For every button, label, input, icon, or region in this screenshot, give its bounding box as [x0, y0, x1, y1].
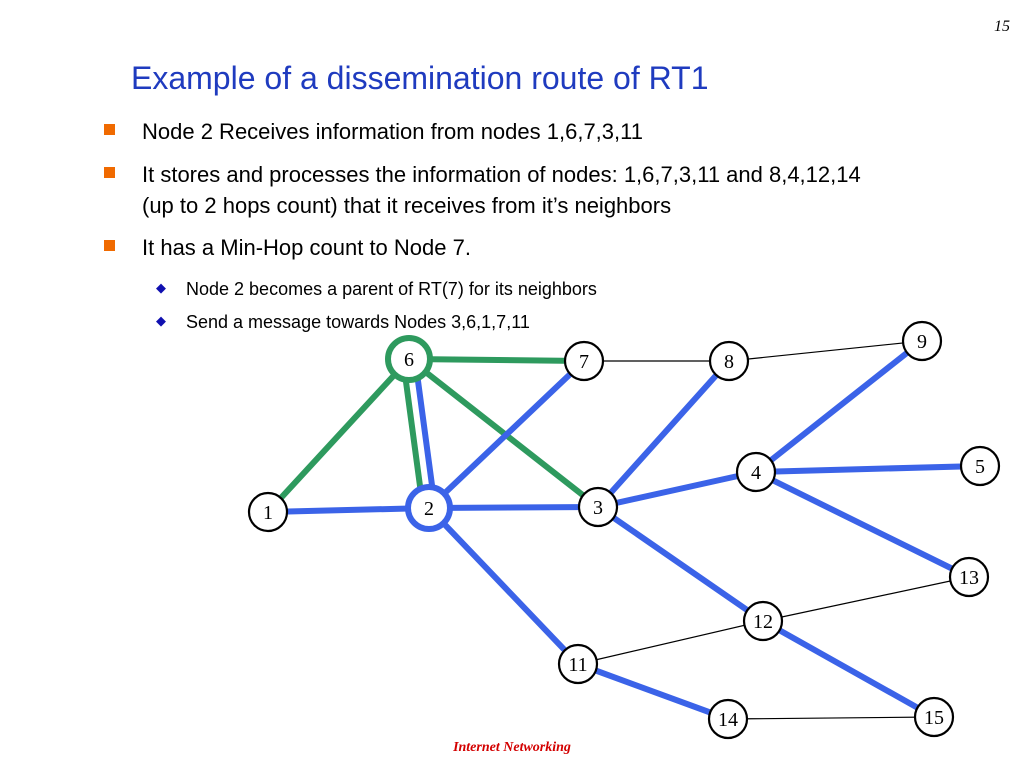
- node-6: 6: [385, 335, 433, 383]
- diamond-bullet-icon: ◆: [156, 280, 166, 295]
- square-bullet-icon: [104, 167, 115, 178]
- edge-4-9: [753, 338, 925, 475]
- edge-12-13: [762, 576, 970, 622]
- node-label: 2: [424, 498, 434, 520]
- diamond-bullet-icon: ◆: [156, 313, 166, 328]
- edge-6-2-green: [400, 356, 427, 512]
- square-bullet-icon: [104, 240, 115, 251]
- node-circle: [405, 484, 453, 532]
- node-circle: [708, 340, 750, 382]
- node-14: 14: [707, 698, 749, 740]
- bullet-item: Node 2 Receives information from nodes 1…: [104, 116, 884, 147]
- node-circle: [913, 696, 955, 738]
- edge-14-15: [727, 716, 935, 720]
- sub-bullet-text: Send a message towards Nodes 3,6,1,7,11: [186, 312, 530, 332]
- node-4: 4: [735, 451, 777, 493]
- node-label: 9: [917, 331, 927, 353]
- node-8: 8: [708, 340, 750, 382]
- node-1: 1: [247, 491, 289, 533]
- bullet-text: It stores and processes the information …: [142, 162, 861, 218]
- edge-6-1: [265, 356, 412, 515]
- node-label: 13: [959, 567, 979, 589]
- edge-4-13: [753, 469, 972, 580]
- square-bullet-icon: [104, 124, 115, 135]
- node-2: 2: [405, 484, 453, 532]
- node-label: 1: [263, 502, 273, 524]
- node-label: 3: [593, 497, 603, 519]
- node-3: 3: [577, 486, 619, 528]
- edge-8-9: [728, 340, 923, 362]
- edge-3-8: [595, 358, 732, 510]
- node-label: 7: [579, 351, 589, 373]
- node-circle: [901, 320, 943, 362]
- node-circle: [247, 491, 289, 533]
- sub-bullet-item: ◆ Node 2 becomes a parent of RT(7) for i…: [156, 277, 776, 301]
- edge-6-3: [406, 356, 601, 510]
- node-label: 6: [404, 349, 414, 371]
- edge-11-14: [575, 661, 731, 722]
- node-label: 8: [724, 351, 734, 373]
- edge-3-4: [595, 469, 759, 510]
- edge-2-3: [426, 504, 601, 511]
- node-circle: [385, 335, 433, 383]
- slide-title: Example of a dissemination route of RT1: [131, 60, 709, 96]
- node-13: 13: [948, 556, 990, 598]
- edge-6-7: [406, 356, 587, 364]
- edge-12-15: [760, 618, 937, 720]
- edge-11-12: [577, 620, 764, 665]
- sub-bullet-item: ◆ Send a message towards Nodes 3,6,1,7,1…: [156, 310, 776, 334]
- node-5: 5: [959, 445, 1001, 487]
- node-circle: [948, 556, 990, 598]
- node-label: 11: [568, 654, 587, 676]
- node-circle: [707, 698, 749, 740]
- node-label: 15: [924, 707, 944, 729]
- node-circle: [735, 451, 777, 493]
- node-label: 4: [751, 462, 761, 484]
- node-circle: [557, 643, 599, 685]
- node-12: 12: [742, 600, 784, 642]
- node-circle: [959, 445, 1001, 487]
- node-label: 5: [975, 456, 985, 478]
- edge-4-5: [753, 463, 983, 475]
- node-circle: [577, 486, 619, 528]
- bullet-item: It has a Min-Hop count to Node 7.: [104, 232, 884, 263]
- edge-2-11: [426, 505, 581, 667]
- bullet-text: It has a Min-Hop count to Node 7.: [142, 235, 471, 260]
- footer-label: Internet Networking: [453, 740, 571, 755]
- node-label: 12: [753, 611, 773, 633]
- node-circle: [742, 600, 784, 642]
- node-circle: [563, 340, 605, 382]
- network-edges: [265, 338, 983, 722]
- edge-3-12: [595, 504, 766, 624]
- page-number: 15: [994, 18, 1010, 35]
- bullet-item: It stores and processes the information …: [104, 159, 884, 221]
- bullet-text: Node 2 Receives information from nodes 1…: [142, 119, 643, 144]
- sub-bullet-text: Node 2 becomes a parent of RT(7) for its…: [186, 279, 597, 299]
- node-9: 9: [901, 320, 943, 362]
- edge-6-2-blue: [411, 355, 438, 511]
- edge-2-7: [426, 358, 587, 511]
- node-11: 11: [557, 643, 599, 685]
- node-15: 15: [913, 696, 955, 738]
- edge-1-2: [265, 505, 432, 515]
- node-label: 14: [718, 709, 738, 731]
- node-7: 7: [563, 340, 605, 382]
